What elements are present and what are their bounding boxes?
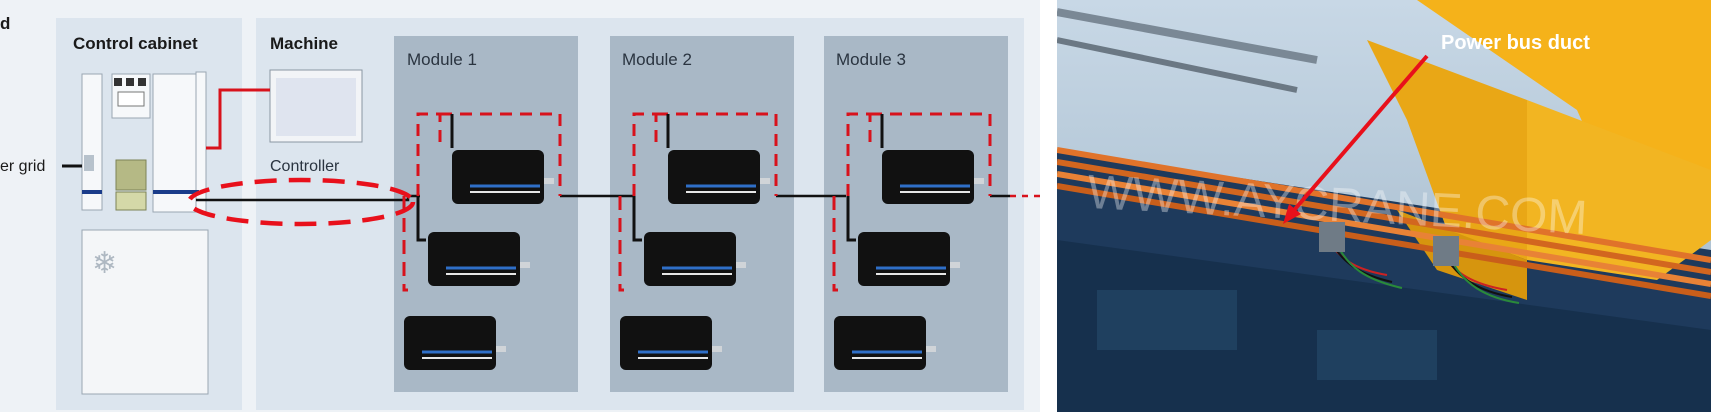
motor: [428, 232, 530, 286]
bus-duct-photo: WWW.AYCRANE.COM Power bus duct: [1057, 0, 1711, 412]
controller-display: [276, 78, 356, 136]
motor: [644, 232, 746, 286]
pointer-arrow: [1287, 54, 1429, 218]
control-cabinet-label: Control cabinet: [73, 34, 198, 53]
module-2-label: Module 2: [622, 50, 692, 69]
module-1-cabling: [402, 112, 562, 292]
cooling-unit: [81, 229, 209, 395]
machine-label: Machine: [270, 34, 339, 53]
motor: [858, 232, 960, 286]
motor: [452, 150, 554, 204]
module-1-label: Module 1: [407, 50, 477, 69]
motor: [668, 150, 770, 204]
motor: [404, 316, 506, 370]
photo-canvas: WWW.AYCRANE.COM: [1057, 0, 1711, 412]
module-3-label: Module 3: [836, 50, 906, 69]
module-2-cabling: [618, 112, 778, 292]
module-3-cabling: [832, 112, 992, 292]
controller-label: Controller: [270, 158, 340, 175]
motor: [882, 150, 984, 204]
arrow-head: [1283, 204, 1301, 224]
current-collectors: [1319, 222, 1520, 304]
cut-heading: d: [0, 14, 11, 33]
system-diagram: d er grid Control cabinet Machine Contro…: [0, 0, 1040, 412]
drive-units: [81, 71, 207, 213]
power-grid-label: er grid: [0, 158, 46, 175]
motor: [620, 316, 722, 370]
power-bus-duct-label: Power bus duct: [1441, 32, 1590, 54]
motor: [834, 316, 936, 370]
snowflake-icon: ❄: [92, 247, 118, 280]
bus-duct-bars: [1057, 147, 1711, 299]
bus-highlight-ellipse: [186, 177, 416, 227]
diagram-canvas: [56, 18, 1040, 410]
controller-link: [206, 88, 270, 150]
